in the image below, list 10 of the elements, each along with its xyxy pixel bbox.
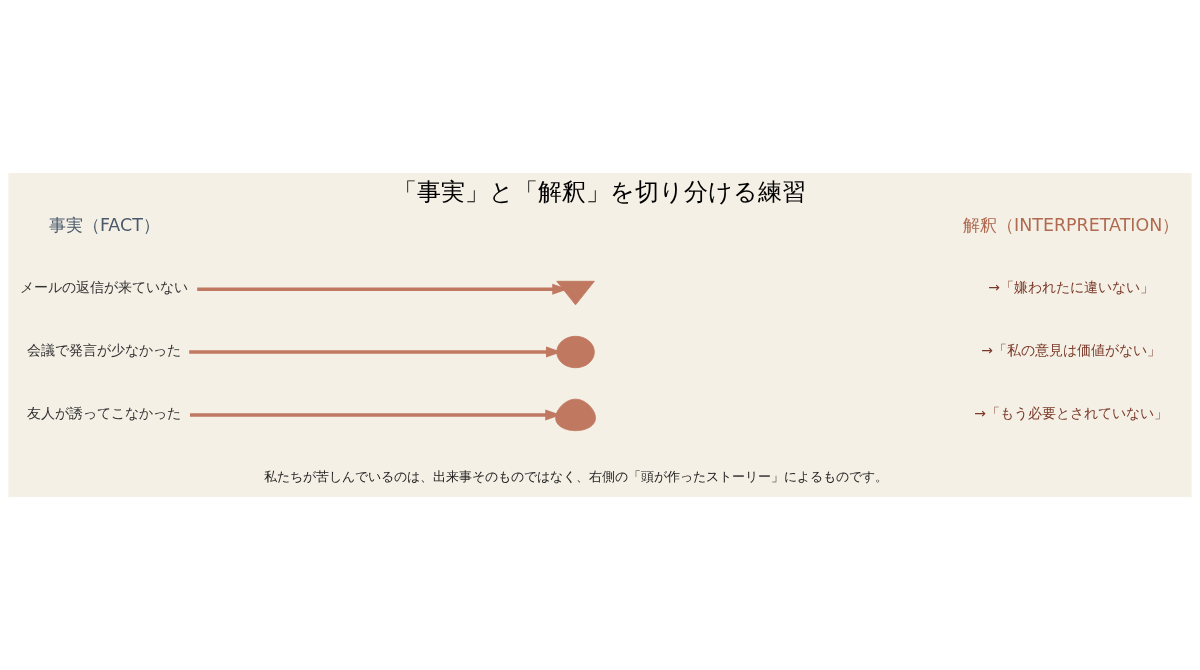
node-text: 会議で発言が少なかった	[27, 342, 182, 359]
node-text: 友人が誘ってこなかった	[27, 405, 182, 422]
node-text: →「嫌われたに違いない」	[988, 279, 1155, 296]
label: 私たちが苦しんでいるのは、出来事そのものではなく、右側の「頭が作ったストーリー」によるものです。	[263, 468, 888, 484]
label: 解釈（INTERPRETATION）	[963, 214, 1180, 235]
diagram-title: 「事実」と「解釈」を切り分ける練習	[393, 176, 807, 206]
node-text: →「もう必要とされていない」	[974, 405, 1169, 422]
node-text: メールの返信が来ていない	[20, 279, 189, 296]
label: 事実（FACT）	[48, 214, 160, 235]
node-text: →「私の意見は価値がない」	[981, 342, 1162, 359]
